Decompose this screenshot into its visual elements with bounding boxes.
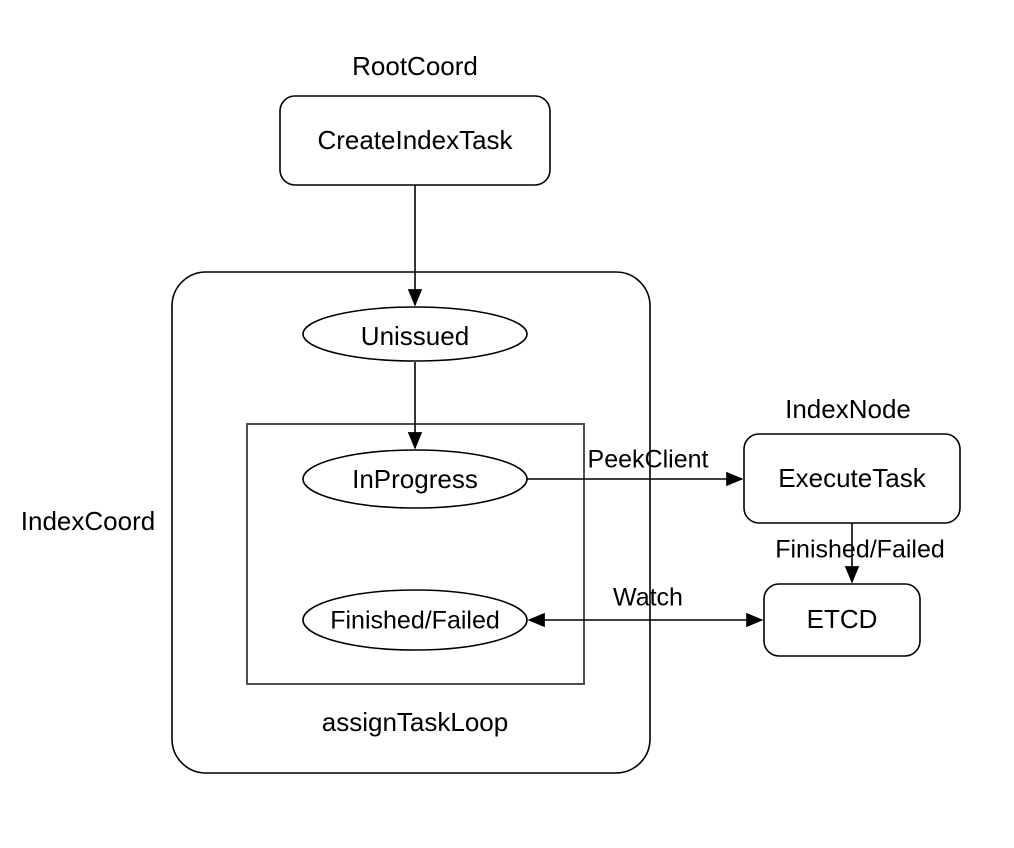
node-execute-task-label: ExecuteTask xyxy=(778,463,926,493)
edge-label-watch: Watch xyxy=(613,584,683,612)
group-label-assigntaskloop: assignTaskLoop xyxy=(322,707,508,737)
node-in-progress[interactable] xyxy=(302,449,528,509)
node-finished-failed-label: Finished/Failed xyxy=(330,607,500,635)
node-etcd-label: ETCD xyxy=(807,604,878,634)
node-unissued-label: Unissued xyxy=(361,321,469,351)
group-indexcoord-container xyxy=(171,271,651,774)
node-in-progress-label: InProgress xyxy=(352,464,478,494)
edge-label-finished-failed: Finished/Failed xyxy=(775,536,945,564)
node-execute-task[interactable] xyxy=(743,433,961,524)
node-create-index-task[interactable] xyxy=(279,95,551,186)
node-unissued[interactable] xyxy=(302,306,528,362)
node-etcd[interactable] xyxy=(763,583,921,657)
group-label-rootcoord: RootCoord xyxy=(352,51,478,81)
node-finished-failed[interactable] xyxy=(302,589,528,651)
edge-label-peekclient: PeekClient xyxy=(588,446,709,474)
group-label-indexnode: IndexNode xyxy=(785,394,911,424)
group-label-indexcoord: IndexCoord xyxy=(21,506,155,536)
node-create-index-task-label: CreateIndexTask xyxy=(317,125,513,155)
